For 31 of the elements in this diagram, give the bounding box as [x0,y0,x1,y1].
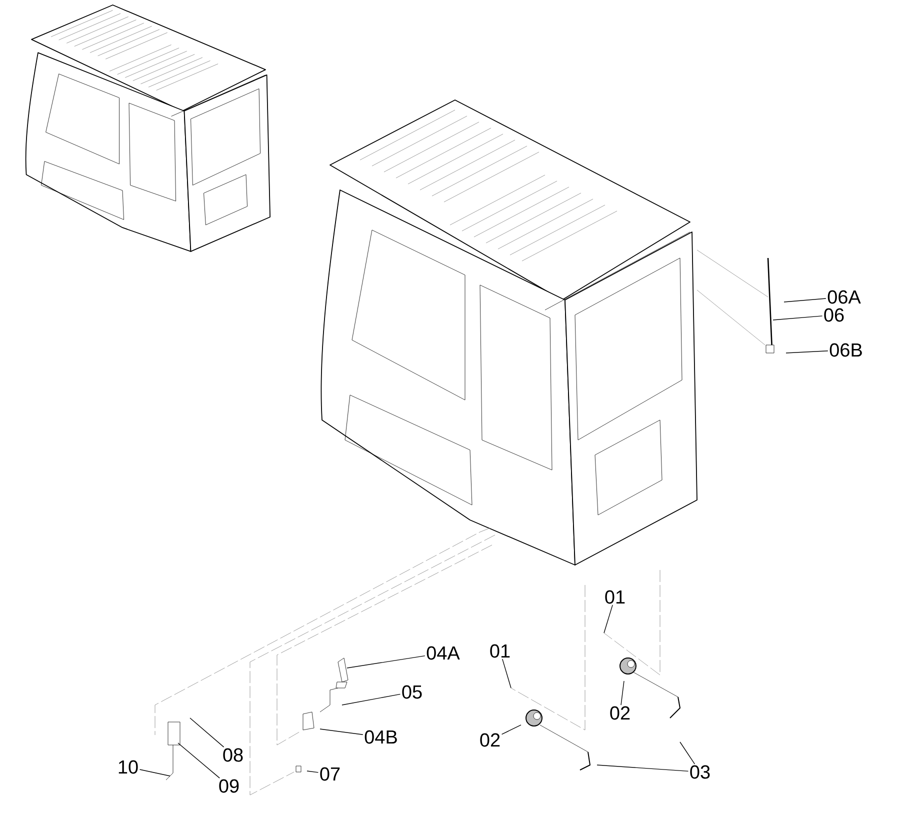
callout-number: 01 [490,644,510,658]
callout-number: 03 [690,765,710,779]
callout-number: 06 [824,308,844,322]
leader-line [501,724,522,735]
callout-number: 02 [480,733,500,747]
leader-line [604,604,613,634]
callout-number: 09 [219,779,239,793]
callout-number: 02 [610,706,630,720]
leader-line [306,770,319,773]
leader-line [786,350,828,354]
leader-line [178,742,220,778]
leader-line [784,298,826,302]
leader-line [346,655,426,668]
callout-number: 04B [364,730,397,744]
callout-number: 10 [118,760,138,774]
callout-number: 08 [223,748,243,762]
leader-line [596,764,689,772]
callout-number: 06B [830,343,862,357]
leader-line [320,728,364,735]
leader-line [190,718,224,748]
callout-number: 04A [426,646,460,660]
leader-line [680,742,696,764]
leader-line [620,680,624,706]
callout-number: 01 [605,590,625,604]
leader-line [502,658,512,688]
leader-line [772,316,823,320]
callout-number: 05 [402,685,422,699]
leader-line [139,769,170,776]
callout-number: 07 [320,767,340,781]
leader-line [342,694,401,706]
callout-number: 06A [828,290,861,304]
